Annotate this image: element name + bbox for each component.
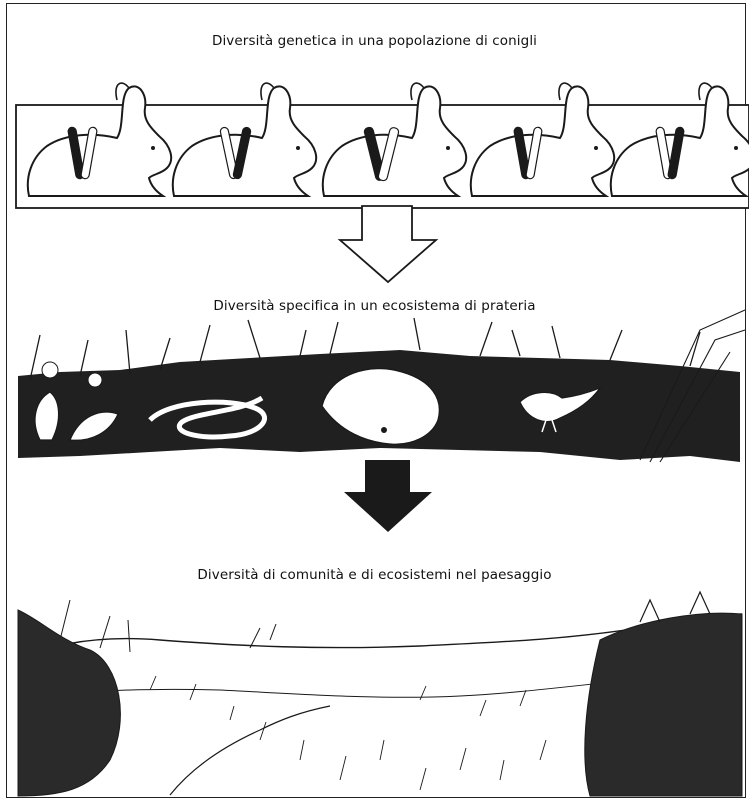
arrow-down-solid-icon [344,460,432,532]
landscape-sketch [18,592,742,796]
arrow-down-outline-icon [340,206,436,282]
